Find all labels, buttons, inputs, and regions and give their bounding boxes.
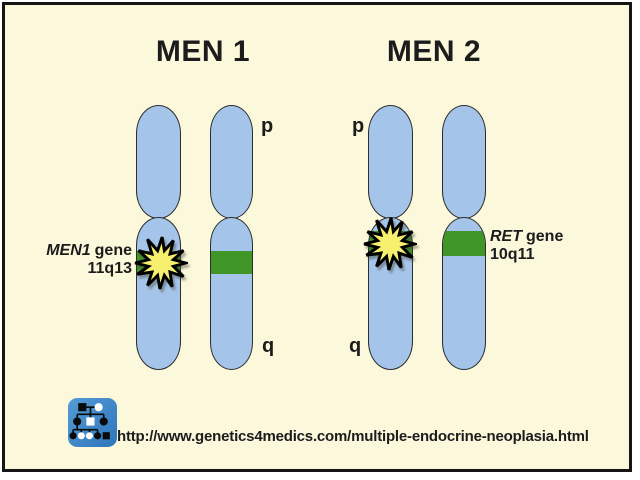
chromosome-q-arm [210,217,253,370]
gene-band-10q11 [443,231,485,256]
gene-locus: 10q11 [490,246,535,263]
q-arm-label-men2: q [349,335,362,357]
gene-word: gene [526,228,564,245]
chromosome-10-normal [442,105,486,370]
gene-band-11q13 [211,251,252,274]
gene-name: MEN1 [46,242,91,259]
source-url-text: http://www.genetics4medics.com/multiple-… [117,428,589,445]
chromosome-p-arm [442,105,486,219]
p-arm-label-men1: p [261,115,274,137]
gene-name: RET [490,228,522,245]
panel-title-men1: MEN 1 [155,35,251,68]
starburst-mutation-icon [363,217,417,271]
p-arm-label-men2: p [352,115,365,137]
panel-title-men2: MEN 2 [386,35,482,68]
starburst-mutation-icon [134,236,188,290]
pedigree-chart-icon [68,398,117,447]
q-arm-label-men1: q [262,335,275,357]
gene-word: gene [94,242,132,259]
chromosome-p-arm [368,105,413,219]
chromosome-p-arm [136,105,181,219]
chromosome-q-arm [442,217,486,370]
chromosome-11-normal [210,105,253,370]
gene-locus: 11q13 [87,260,132,277]
chromosome-p-arm [210,105,253,219]
